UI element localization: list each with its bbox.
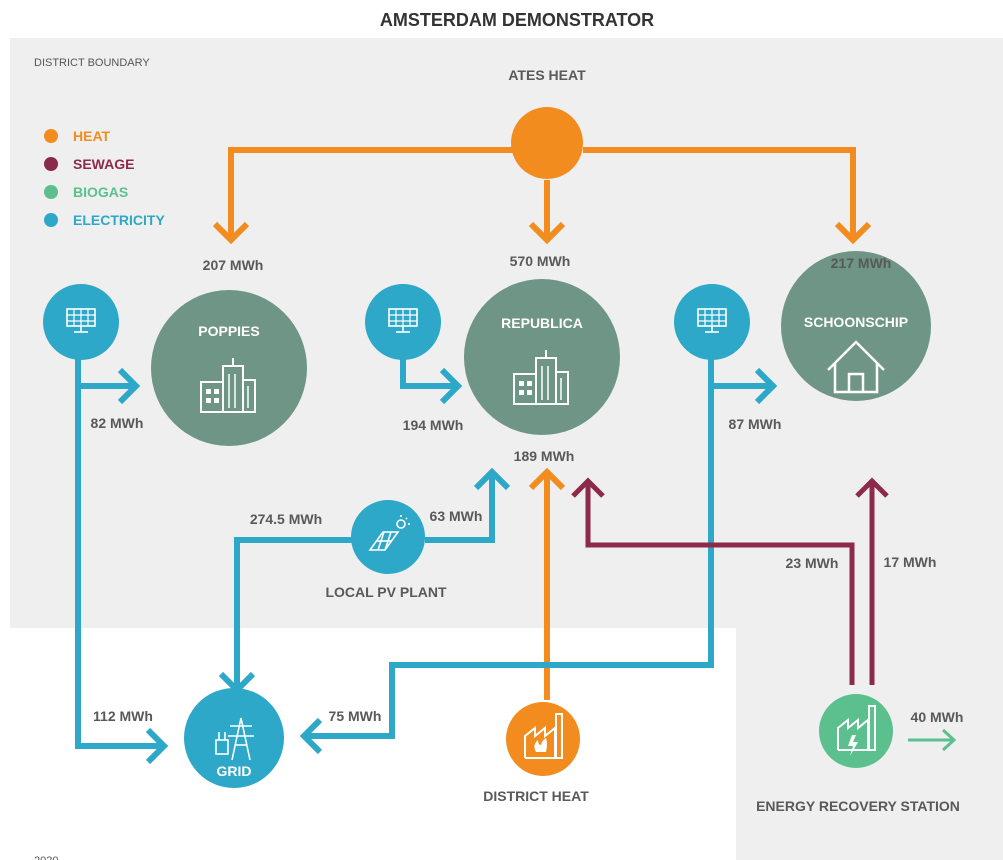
arrowhead-schoonschip-electricity [754,367,778,405]
pylon-icon [215,717,254,761]
schoonschip-node [781,251,931,401]
flow-electricity-schoonschip-pv-to-grid [306,386,714,739]
flow-value-sewage-to-schoonschip: 17 MWh [884,554,937,570]
legend: HEAT SEWAGE BIOGAS ELECTRICITY [44,128,165,228]
flow-value-district-heat-to-republica: 189 MWh [514,448,575,464]
flow-value-biogas-out: 40 MWh [911,709,964,725]
district-boundary-label: DISTRICT BOUNDARY [34,57,150,69]
poppies-label: POPPIES [198,323,259,339]
flow-heat-ates-to-poppies [228,147,515,238]
arrowhead-biogas-out [941,728,957,752]
schoonschip-label: SCHOONSCHIP [804,314,908,330]
footer-year: 2020 [34,855,58,860]
flow-heat-ates-to-schoonschip [583,147,856,238]
flow-value-schoonschip-pv-to-grid: 75 MWh [329,708,382,724]
arrowhead-grid-from-left [145,727,169,765]
flow-value-pv-to-poppies: 82 MWh [91,415,144,431]
flow-value-poppies-pv-to-grid: 112 MWh [93,708,153,724]
local-pv-plant-label: LOCAL PV PLANT [325,584,447,600]
arrowhead-schoonschip-heat [834,221,872,245]
flow-electricity-pv-to-republica [400,355,455,389]
flow-value-ates-to-schoonschip: 217 MWh [831,255,892,271]
legend-sewage-label: SEWAGE [73,156,134,172]
district-heat-node [506,702,580,776]
poppies-node [151,290,307,446]
legend-electricity-label: ELECTRICITY [73,212,165,228]
arrowhead-poppies-heat [212,221,250,245]
flow-value-local-pv-to-republica: 63 MWh [430,508,483,524]
flow-value-pv-to-schoonschip: 87 MWh [729,416,782,432]
legend-heat-dot [44,129,58,143]
flow-value-ates-to-republica: 570 MWh [510,253,571,269]
flow-value-sewage-to-republica: 23 MWh [786,555,839,571]
flow-value-local-pv-to-grid: 274.5 MWh [250,511,322,527]
flame-icon [534,738,547,752]
arrowhead-grid-from-right [299,717,323,755]
district-boundary-area [10,38,1003,860]
legend-heat-label: HEAT [73,128,111,144]
energy-recovery-station-label: ENERGY RECOVERY STATION [756,798,960,814]
district-heat-label: DISTRICT HEAT [483,788,589,804]
flow-electricity-poppies-pv-to-grid [75,386,163,749]
arrowhead-republica-heat [528,221,566,245]
page-title: AMSTERDAM DEMONSTRATOR [380,10,654,30]
ates-heat-node [511,107,583,179]
pv-plant-icon [368,515,410,551]
legend-electricity-dot [44,213,58,227]
flow-electricity-local-pv-to-grid [234,537,352,688]
legend-sewage-dot [44,157,58,171]
local-pv-plant-node [351,500,425,574]
flow-value-ates-to-poppies: 207 MWh [203,257,264,273]
arrowhead-republica-electricity [439,367,463,405]
legend-biogas-dot [44,185,58,199]
arrowhead-republica-local-pv [473,467,511,491]
bolt-icon [848,735,858,756]
flow-electricity-local-pv-to-republica [425,474,495,543]
arrowhead-schoonschip-sewage [855,477,889,498]
arrowhead-poppies-electricity [117,367,141,405]
grid-label: GRID [217,763,252,779]
republica-label: REPUBLICA [501,315,583,331]
ates-heat-label: ATES HEAT [508,67,586,83]
legend-biogas-label: BIOGAS [73,184,128,200]
grid-node [184,688,284,788]
flow-sewage-to-republica [585,482,855,685]
flow-value-pv-to-republica: 194 MWh [403,417,464,433]
energy-recovery-station-node [819,694,893,768]
arrowhead-republica-district-heat [528,467,566,491]
arrowhead-republica-sewage [571,477,605,498]
